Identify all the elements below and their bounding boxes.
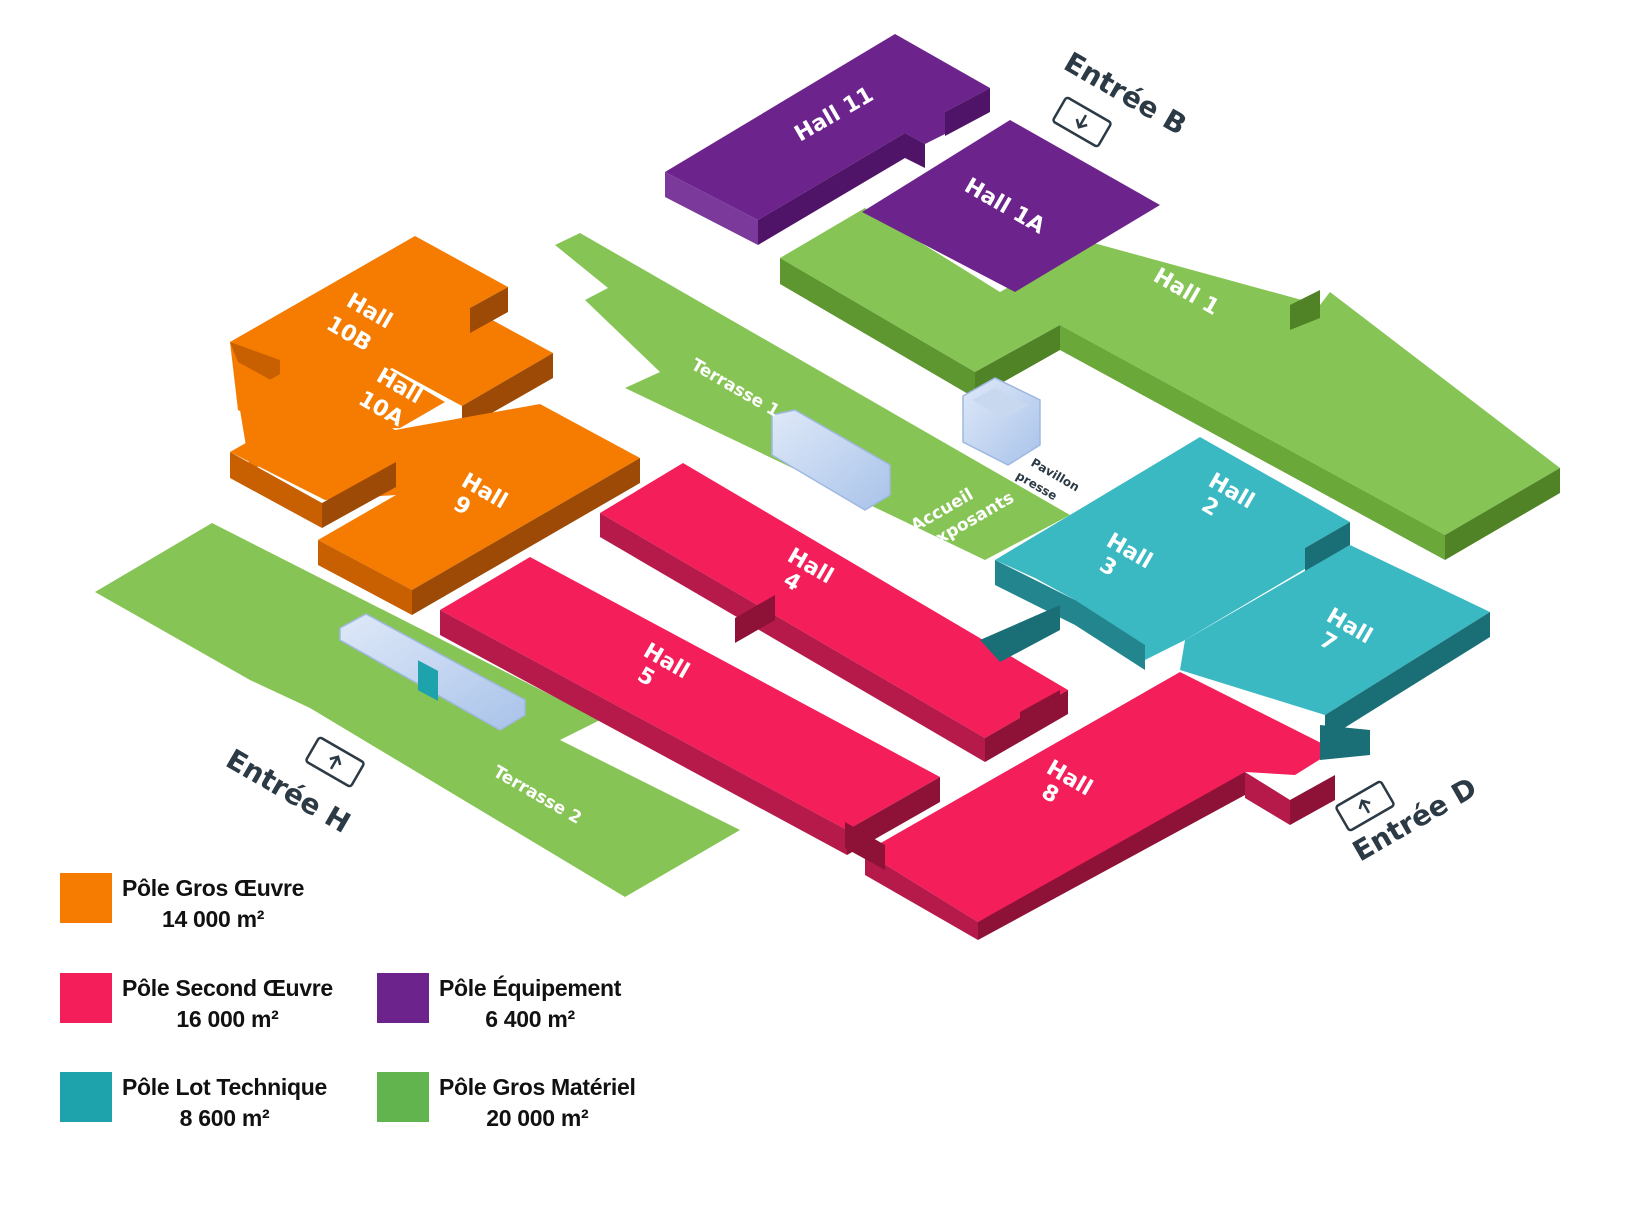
- hall-9-block[interactable]: [230, 395, 640, 615]
- hall-11-block[interactable]: [665, 34, 990, 245]
- entrance-d-icon[interactable]: [1335, 780, 1395, 832]
- legend-label: Pôle Lot Technique: [122, 1074, 328, 1100]
- hall-1a-block[interactable]: [862, 120, 1160, 292]
- hall-7-block[interactable]: [1180, 545, 1490, 760]
- entrance-b-icon[interactable]: [1052, 96, 1112, 148]
- legend-swatch: [60, 873, 112, 923]
- legend-gros-materiel: Pôle Gros Matériel 20 000 m²: [377, 1072, 636, 1134]
- legend-swatch: [60, 1072, 112, 1122]
- hall-8-block[interactable]: [845, 672, 1335, 940]
- legend-swatch: [60, 973, 112, 1023]
- legend-lot-technique: Pôle Lot Technique 8 600 m²: [60, 1072, 327, 1134]
- legend-swatch: [377, 973, 429, 1023]
- legend-equipement: Pôle Équipement 6 400 m²: [377, 973, 621, 1035]
- entrance-h-icon[interactable]: [305, 736, 365, 788]
- terrasse-2-building: [339, 613, 526, 731]
- hall-5-block[interactable]: [440, 557, 1060, 855]
- legend-label: Pôle Second Œuvre: [122, 975, 333, 1001]
- legend-second-oeuvre: Pôle Second Œuvre 16 000 m²: [60, 973, 333, 1035]
- hall-1-block[interactable]: [780, 208, 1560, 560]
- pavillon-presse-building: [962, 377, 1041, 466]
- legend-area: 16 000 m²: [176, 1006, 279, 1032]
- legend-area: 6 400 m²: [485, 1006, 575, 1032]
- legend-label: Pôle Gros Œuvre: [122, 875, 305, 901]
- terrasse-2-zone[interactable]: [95, 523, 740, 897]
- legend-area: 14 000 m²: [161, 906, 265, 932]
- legend-label: Pôle Gros Matériel: [439, 1074, 636, 1100]
- terrasse-1-zone[interactable]: [555, 233, 1070, 560]
- accueil-building: [771, 409, 891, 511]
- hall-2-3-block[interactable]: [980, 437, 1350, 670]
- legend-label: Pôle Équipement: [439, 975, 622, 1001]
- legend-swatch: [377, 1072, 429, 1122]
- legend-area: 20 000 m²: [486, 1105, 589, 1131]
- legend-gros-oeuvre: Pôle Gros Œuvre 14 000 m²: [60, 873, 304, 935]
- legend-area: 8 600 m²: [179, 1105, 270, 1131]
- hall-10a-label: Hall 10A: [354, 364, 426, 432]
